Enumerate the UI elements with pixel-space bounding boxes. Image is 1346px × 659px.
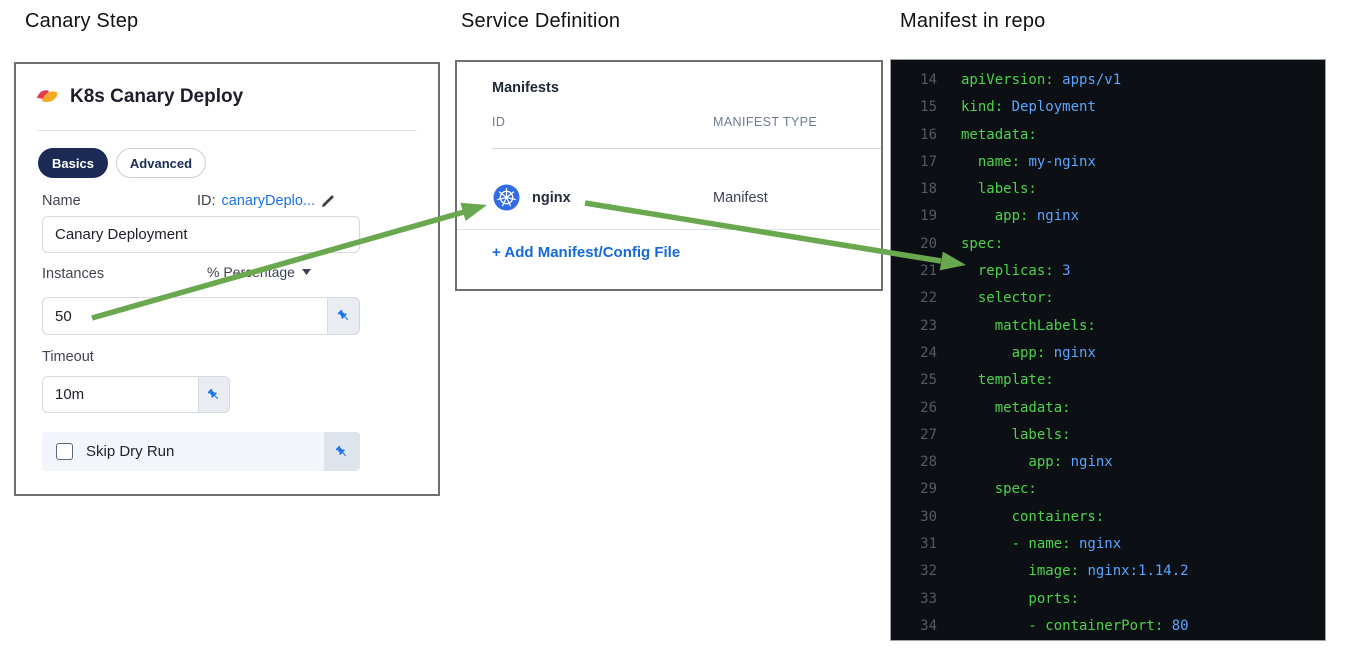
pin-icon [207, 388, 219, 399]
line-number: 32 [920, 563, 937, 580]
line-number: 14 [920, 72, 937, 88]
manifest-type: Manifest [713, 189, 768, 206]
code-line: 28 app: nginx [891, 449, 1325, 476]
instances-input-group [42, 297, 360, 335]
code-line: 18 labels: [891, 176, 1325, 203]
name-input[interactable] [42, 216, 360, 253]
tab-basics[interactable]: Basics [38, 148, 108, 178]
line-number: 20 [920, 235, 937, 252]
name-label: Name [42, 193, 81, 209]
line-number: 34 [920, 617, 937, 634]
line-number: 21 [920, 263, 937, 280]
skip-dry-run-label: Skip Dry Run [86, 443, 175, 460]
column-header-manifest-type: MANIFEST TYPE [713, 115, 818, 129]
edit-pencil-icon[interactable] [321, 194, 335, 208]
skip-dry-run-pin-button[interactable] [324, 432, 360, 471]
service-definition-heading: Service Definition [461, 10, 621, 32]
code-line: 19 app: nginx [891, 203, 1325, 230]
code-line: 32 image: nginx:1.14.2 [891, 558, 1325, 585]
line-number: 16 [920, 126, 937, 143]
skip-dry-run-checkbox[interactable] [56, 443, 73, 460]
line-number: 24 [920, 344, 937, 361]
service-definition-panel: Manifests ID MANIFEST TYPE nginx [455, 60, 883, 291]
id-prefix: ID: [197, 193, 216, 209]
line-number: 31 [920, 536, 937, 553]
instances-unit-label: % Percentage [207, 264, 295, 280]
chevron-down-icon [301, 269, 311, 275]
code-line: 25 template: [891, 367, 1325, 394]
code-line: 31 - name: nginx [891, 531, 1325, 558]
line-number: 18 [920, 181, 937, 198]
timeout-pin-button[interactable] [199, 376, 230, 413]
instances-unit-dropdown[interactable]: % Percentage [207, 264, 311, 280]
skip-dry-run-row: Skip Dry Run [42, 432, 360, 471]
line-number: 19 [920, 208, 937, 225]
step-title-row: K8s Canary Deploy [36, 86, 243, 108]
instances-pin-button[interactable] [328, 297, 360, 335]
column-header-id: ID [492, 115, 506, 129]
kubernetes-icon [493, 184, 520, 211]
pin-icon [337, 309, 348, 321]
tab-advanced[interactable]: Advanced [116, 148, 206, 178]
code-line: 27 labels: [891, 422, 1325, 449]
manifest-in-repo-heading: Manifest in repo [900, 10, 1046, 32]
canary-step-panel: K8s Canary Deploy Basics Advanced Name I… [14, 62, 440, 496]
code-line: 26 metadata: [891, 395, 1325, 422]
line-number: 27 [920, 426, 937, 443]
canary-bird-icon [37, 90, 58, 102]
code-line: 22 selector: [891, 285, 1325, 312]
add-manifest-link[interactable]: + Add Manifest/Config File [492, 244, 681, 261]
line-number: 28 [920, 454, 937, 471]
line-number: 29 [920, 481, 937, 498]
line-number: 22 [920, 290, 937, 307]
code-line: 33 ports: [891, 586, 1325, 613]
code-line: 34 - containerPort: 80 [891, 613, 1325, 640]
manifests-section-title: Manifests [492, 80, 559, 96]
timeout-input-group [42, 376, 230, 413]
line-number: 26 [920, 399, 937, 416]
timeout-input[interactable] [42, 376, 199, 413]
code-line: 17 name: my-nginx [891, 149, 1325, 176]
manifest-row-nginx[interactable]: nginx Manifest [457, 166, 881, 230]
line-number: 30 [920, 508, 937, 525]
line-number: 25 [920, 372, 937, 389]
line-number: 17 [920, 153, 937, 170]
timeout-label: Timeout [42, 349, 94, 365]
step-title: K8s Canary Deploy [70, 86, 244, 107]
line-number: 33 [920, 590, 937, 607]
header-divider [492, 148, 881, 149]
line-number: 23 [920, 317, 937, 334]
code-line: 29 spec: [891, 476, 1325, 503]
id-link[interactable]: canaryDeplo... [221, 193, 316, 209]
instances-label: Instances [42, 266, 105, 282]
code-line: 30 containers: [891, 504, 1325, 531]
pin-icon [335, 445, 347, 456]
code-line: 23 matchLabels: [891, 313, 1325, 340]
code-line: 21 replicas: 3 [891, 258, 1325, 285]
line-number: 15 [920, 99, 937, 116]
title-divider [37, 130, 417, 131]
canary-step-heading: Canary Step [25, 10, 139, 32]
instances-input[interactable] [42, 297, 328, 335]
manifest-id: nginx [532, 189, 571, 206]
code-line: 24 app: nginx [891, 340, 1325, 367]
